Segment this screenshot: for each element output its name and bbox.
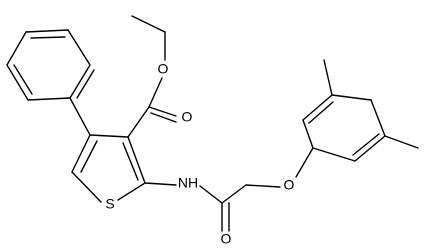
- bond-o-carbonyl-c: [148, 77, 163, 108]
- phenyl-ring: [6, 29, 95, 136]
- bond-o-aryl: [295, 147, 314, 178]
- thiophene-sulfur-label: S: [105, 196, 114, 212]
- bond-ar-6: [312, 147, 356, 162]
- bond-ar-5-inner: [352, 133, 380, 156]
- bond-c5-s: [71, 171, 102, 203]
- bond-methyl-right: [384, 135, 419, 149]
- thiophene-ring: [71, 134, 146, 203]
- bond-ar-3: [331, 94, 372, 101]
- ester-ether-oxygen-label: O: [158, 61, 169, 77]
- bond-c2-c3-inner: [122, 142, 139, 181]
- bond-c3-c4: [89, 134, 129, 138]
- amide-nitrogen-label: NH: [178, 175, 198, 191]
- bond-ph-4: [6, 31, 27, 66]
- bond-ph-5: [6, 64, 29, 101]
- bond-s-c2: [117, 182, 146, 201]
- bond-ph-3: [25, 29, 69, 33]
- bond-c4-c5-inner: [80, 140, 98, 173]
- dimethylphenyl-ring: [295, 59, 419, 178]
- bond-methyl-top: [323, 59, 333, 96]
- ethyl-group: [131, 15, 166, 61]
- bond-n-carbonyl-c: [199, 185, 223, 204]
- bond-ar-2-inner: [308, 101, 334, 124]
- atom-labels: O O S NH O O: [105, 61, 294, 247]
- bond-ph-1: [69, 64, 91, 99]
- bond-ar-4: [370, 99, 386, 137]
- bond-ph-5-inner: [13, 64, 33, 95]
- bond-c2-c3: [127, 136, 146, 184]
- bond-thiophene-phenyl: [69, 97, 91, 136]
- amide-carbonyl-oxygen-label: O: [221, 231, 232, 247]
- bond-ar-5: [354, 135, 386, 162]
- bond-ph-2: [67, 29, 91, 66]
- bond-ph-3-inner: [30, 36, 66, 39]
- ester-group: [127, 77, 177, 138]
- bond-ph-6: [27, 97, 71, 101]
- bond-c2-n: [144, 182, 177, 186]
- bond-ar-1: [302, 119, 314, 149]
- amide-linker: [144, 182, 281, 232]
- bond-carbonyl-c-thiophene: [127, 106, 150, 138]
- bond-c-double-o-2: [150, 112, 177, 123]
- bond-ph-1-inner: [76, 69, 95, 99]
- bond-carbonyl-ch2: [221, 184, 247, 204]
- ester-carbonyl-oxygen-label: O: [182, 109, 193, 125]
- bond-ar-2: [302, 94, 333, 121]
- bond-ch3-ch2: [131, 15, 166, 33]
- bond-ch2-o: [245, 184, 281, 188]
- bond-c4-c5: [71, 134, 91, 173]
- bond-c-double-o-1: [148, 106, 177, 117]
- aryl-ether-oxygen-label: O: [284, 177, 295, 193]
